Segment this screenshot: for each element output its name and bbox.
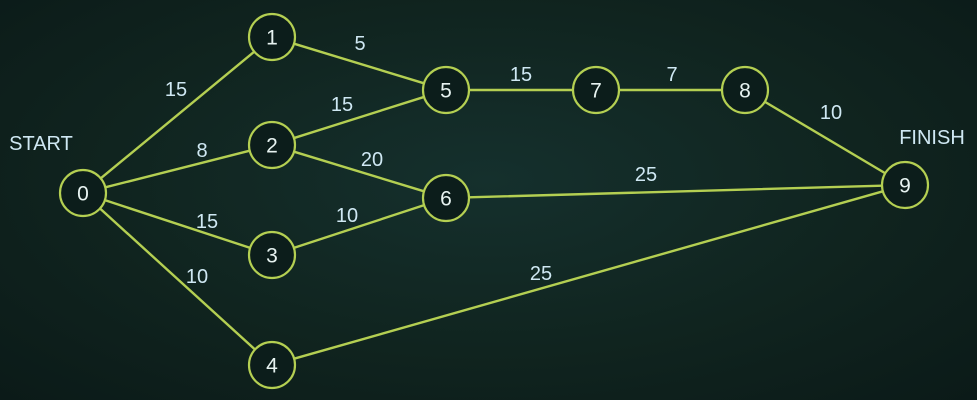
node-label: 7	[590, 80, 602, 103]
edge-weight-6-9: 25	[635, 164, 657, 186]
edge-1-5	[292, 42, 426, 85]
node-5: 5	[421, 65, 471, 115]
edge-weight-0-3: 15	[196, 211, 218, 233]
edge-weight-3-6: 10	[336, 205, 358, 227]
edge-weight-2-6: 20	[361, 149, 383, 171]
node-circle	[421, 65, 471, 115]
edge-weight-7-8: 7	[666, 64, 677, 86]
node-label: 4	[266, 355, 278, 378]
edge-8-9	[763, 100, 887, 175]
nodes-layer: 0 1 2 3 4 5 6 7 8 9	[58, 12, 930, 390]
edge-4-9	[292, 190, 885, 360]
edge-3-6	[292, 203, 426, 250]
node-9: 9	[880, 160, 930, 210]
node-3: 3	[247, 230, 297, 280]
edge-weight-8-9: 10	[820, 102, 842, 124]
node-circle	[58, 168, 108, 218]
node-label: 6	[440, 188, 452, 211]
node-label: 9	[899, 175, 911, 198]
node-label: 0	[77, 183, 89, 206]
edge-6-9	[467, 184, 884, 199]
node-8: 8	[720, 65, 770, 115]
edge-weight-1-5: 5	[354, 33, 365, 55]
edges-layer	[98, 42, 887, 360]
node-4: 4	[247, 340, 297, 390]
node-label: 1	[266, 27, 278, 50]
node-circle	[720, 65, 770, 115]
node-circle	[571, 65, 621, 115]
edge-2-5	[292, 95, 426, 140]
node-circle	[247, 120, 297, 170]
edge-weight-0-1: 15	[165, 79, 187, 101]
edge-weight-5-7: 15	[510, 64, 532, 86]
node-label: 2	[266, 135, 278, 158]
edge-weight-0-4: 10	[186, 266, 208, 288]
node-7: 7	[571, 65, 621, 115]
node-circle	[421, 173, 471, 223]
edge-0-1	[99, 50, 256, 180]
node-6: 6	[421, 173, 471, 223]
node-1: 1	[247, 12, 297, 62]
node-circle	[247, 12, 297, 62]
node-label: 5	[440, 80, 452, 103]
edge-weight-0-2: 8	[196, 140, 207, 162]
edge-0-3	[103, 198, 252, 250]
node-0: 0	[58, 168, 108, 218]
edge-0-4	[98, 207, 257, 351]
node-circle	[247, 340, 297, 390]
start-label: START	[9, 133, 73, 155]
node-label: 8	[739, 80, 751, 103]
edge-weight-4-9: 25	[530, 263, 552, 285]
node-2: 2	[247, 120, 297, 170]
edge-weight-2-5: 15	[331, 94, 353, 116]
node-circle	[880, 160, 930, 210]
node-label: 3	[266, 245, 278, 268]
edge-2-6	[292, 150, 426, 193]
node-circle	[247, 230, 297, 280]
finish-label: FINISH	[899, 127, 965, 149]
edge-0-2	[104, 149, 251, 189]
